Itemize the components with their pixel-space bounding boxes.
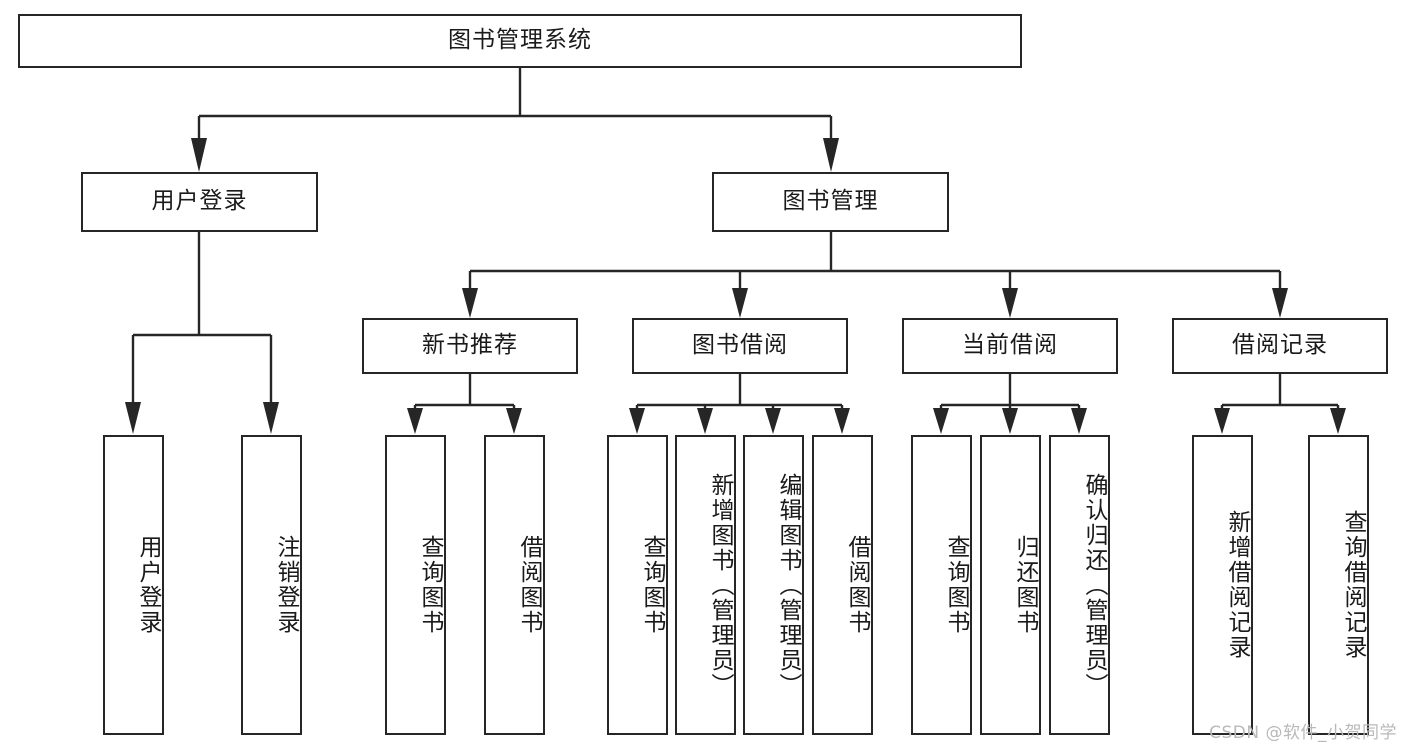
node-user-login[interactable]: 用户登录	[81, 172, 318, 232]
leaf-label: 用户登录	[135, 535, 161, 635]
arrowhead-l3-4	[1272, 288, 1288, 318]
leaf-borrow-add-book-admin[interactable]: 新增图书（管理员）	[675, 435, 736, 735]
leaf-current-confirm-return-admin[interactable]: 确认归还（管理员）	[1049, 435, 1110, 735]
arrowhead-leaf-user-login-2	[263, 402, 279, 434]
node-current-borrow-label: 当前借阅	[962, 332, 1058, 359]
leaf-label: 注销登录	[273, 535, 299, 635]
leaf-borrow-edit-book-admin[interactable]: 编辑图书（管理员）	[743, 435, 804, 735]
node-book-manage-label: 图书管理	[782, 188, 879, 215]
node-root-label: 图书管理系统	[448, 27, 592, 54]
arrowhead-current-1	[933, 408, 949, 434]
node-current-borrow[interactable]: 当前借阅	[902, 318, 1118, 374]
arrowhead-book-manage	[823, 138, 839, 172]
arrowhead-leaf-user-login-1	[125, 402, 141, 434]
node-user-login-label: 用户登录	[151, 188, 248, 215]
leaf-current-query-book[interactable]: 查询图书	[911, 435, 972, 735]
arrowhead-record-2	[1330, 408, 1346, 434]
leaf-record-add-record[interactable]: 新增借阅记录	[1192, 435, 1253, 735]
arrowhead-l3-2	[732, 288, 748, 318]
leaf-user-login-logout[interactable]: 注销登录	[241, 435, 302, 735]
node-book-manage[interactable]: 图书管理	[712, 172, 949, 232]
leaf-label: 借阅图书	[516, 535, 542, 635]
leaf-label: 编辑图书（管理员）	[775, 472, 801, 698]
arrowhead-borrow-3	[765, 408, 781, 434]
leaf-label: 查询借阅记录	[1340, 510, 1366, 660]
leaf-newbook-borrow-book[interactable]: 借阅图书	[484, 435, 545, 735]
leaf-borrow-borrow-book[interactable]: 借阅图书	[812, 435, 873, 735]
node-book-borrow-label: 图书借阅	[692, 332, 788, 359]
node-new-book-recommend-label: 新书推荐	[422, 332, 518, 359]
leaf-label: 新增借阅记录	[1224, 510, 1250, 660]
leaf-record-query-record[interactable]: 查询借阅记录	[1308, 435, 1369, 735]
node-borrow-record-label: 借阅记录	[1232, 332, 1328, 359]
watermark-text: CSDN @软件_小贺同学	[1209, 723, 1397, 743]
arrowhead-borrow-2	[697, 408, 713, 434]
leaf-label: 查询图书	[417, 535, 443, 635]
leaf-label: 确认归还（管理员）	[1081, 472, 1107, 698]
leaf-newbook-query-book[interactable]: 查询图书	[385, 435, 446, 735]
leaf-borrow-query-book[interactable]: 查询图书	[607, 435, 668, 735]
leaf-current-return-book[interactable]: 归还图书	[980, 435, 1041, 735]
leaf-label: 借阅图书	[844, 535, 870, 635]
arrowhead-current-2	[1002, 408, 1018, 434]
leaf-label: 新增图书（管理员）	[707, 472, 733, 698]
arrowhead-l3-1	[462, 288, 478, 318]
node-root[interactable]: 图书管理系统	[18, 14, 1022, 68]
leaf-label: 查询图书	[943, 535, 969, 635]
leaf-label: 查询图书	[639, 535, 665, 635]
node-borrow-record[interactable]: 借阅记录	[1172, 318, 1388, 374]
arrowhead-newbook-1	[407, 408, 423, 434]
arrowhead-borrow-4	[834, 408, 850, 434]
arrowhead-record-1	[1214, 408, 1230, 434]
leaf-label: 归还图书	[1012, 535, 1038, 635]
node-new-book-recommend[interactable]: 新书推荐	[362, 318, 578, 374]
arrowhead-l3-3	[1002, 288, 1018, 318]
arrowhead-user-login	[191, 138, 207, 172]
node-book-borrow[interactable]: 图书借阅	[632, 318, 848, 374]
arrowhead-newbook-2	[506, 408, 522, 434]
leaf-user-login-login[interactable]: 用户登录	[103, 435, 164, 735]
arrowhead-current-3	[1071, 408, 1087, 434]
arrowhead-borrow-1	[629, 408, 645, 434]
